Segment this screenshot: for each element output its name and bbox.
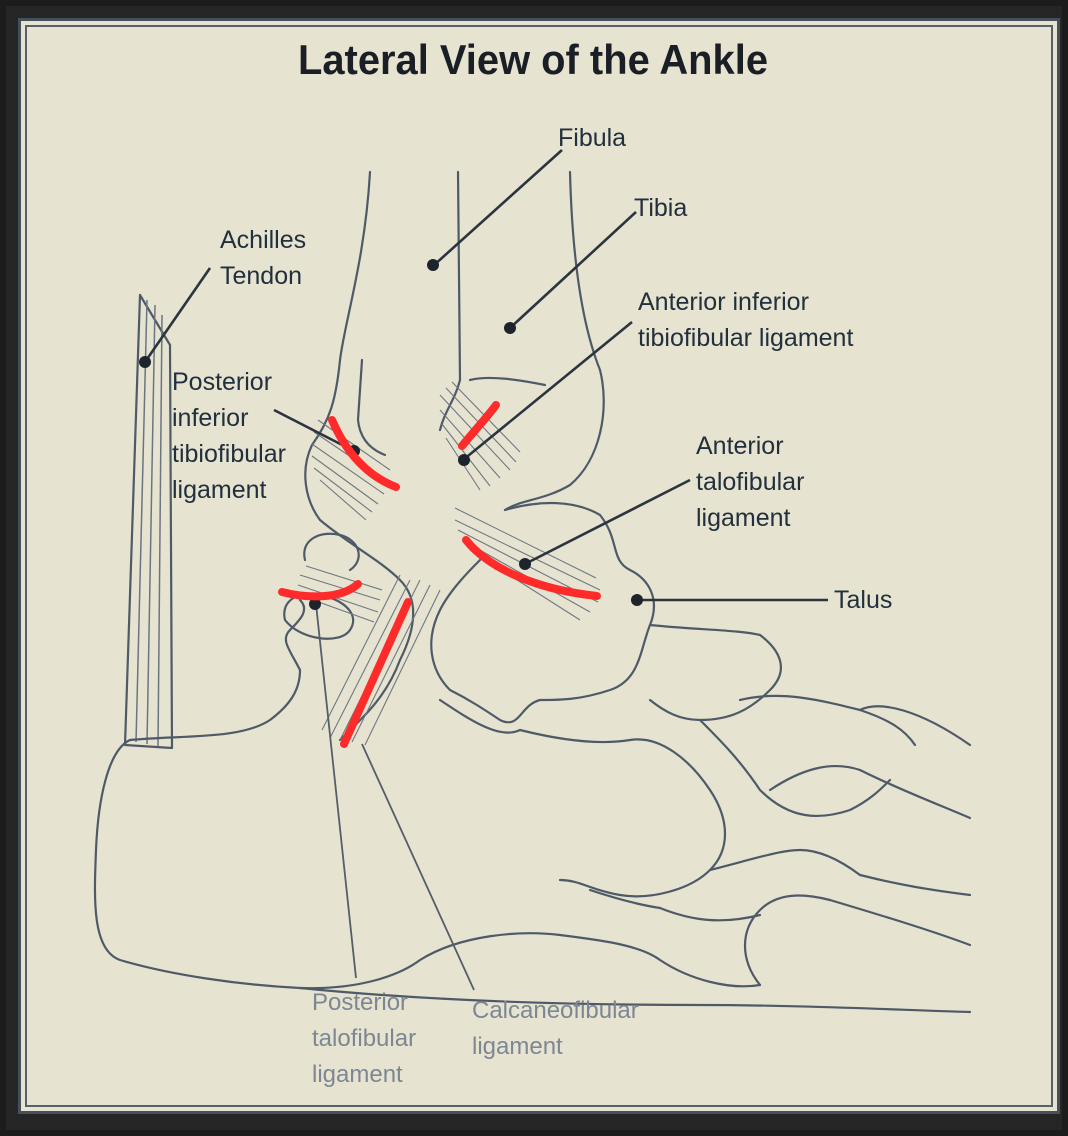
ptf-leader xyxy=(315,603,357,979)
label-fibula: Fibula xyxy=(558,124,626,152)
achilles-leader xyxy=(143,267,212,363)
label-pitf-1: Posterior xyxy=(172,368,272,396)
talus-shape xyxy=(430,501,655,724)
label-tibia: Tibia xyxy=(634,194,687,222)
photo-frame xyxy=(6,6,1062,1130)
pitf-leader xyxy=(273,408,353,452)
calcaneus-shape xyxy=(93,738,762,990)
label-cf-1: Calcaneofibular xyxy=(472,997,639,1024)
atf-leader xyxy=(524,478,691,566)
label-atf-2: talofibular xyxy=(696,468,804,496)
label-ptf-2: talofibular xyxy=(312,1025,416,1052)
bone-outlines xyxy=(93,170,972,1014)
atf-highlight xyxy=(462,536,601,600)
aitf-dot xyxy=(458,454,470,466)
achilles-dot xyxy=(139,356,151,368)
label-pitf-4: ligament xyxy=(172,476,267,504)
diagram-title: Lateral View of the Ankle xyxy=(298,36,768,83)
label-aitf-2: tibiofibular ligament xyxy=(638,324,853,352)
fibula-leader xyxy=(432,149,563,267)
diagram-panel xyxy=(18,18,1060,1114)
label-pitf-2: inferior xyxy=(172,404,248,432)
aitf-highlight xyxy=(458,401,500,450)
fibula-shape xyxy=(304,170,415,742)
ptf-highlight xyxy=(278,580,362,601)
label-achilles-2: Tendon xyxy=(220,262,302,290)
fibula-dot xyxy=(427,259,439,271)
atf-dot xyxy=(519,558,531,570)
leader-lines xyxy=(143,149,828,991)
cf-leader xyxy=(361,743,475,991)
inner-border xyxy=(25,25,1053,1107)
label-ptf-1: Posterior xyxy=(312,989,408,1016)
label-atf-1: Anterior xyxy=(696,432,784,460)
label-aitf-1: Anterior inferior xyxy=(638,288,809,316)
label-ptf-3: ligament xyxy=(312,1061,403,1088)
leader-dots xyxy=(139,259,643,610)
tibia-leader xyxy=(509,211,637,329)
tibia-shape xyxy=(438,170,605,512)
cf-highlight xyxy=(340,598,412,748)
talus-dot xyxy=(631,594,643,606)
tibia-dot xyxy=(504,322,516,334)
aitf-leader xyxy=(462,320,633,462)
label-cf-2: ligament xyxy=(472,1033,563,1060)
label-pitf-3: tibiofibular xyxy=(172,440,286,468)
label-talus: Talus xyxy=(834,586,892,614)
pitf-highlight xyxy=(328,416,400,491)
labels: Fibula Tibia Achilles Tendon Anterior in… xyxy=(172,124,892,1088)
label-atf-3: ligament xyxy=(696,504,791,532)
red-highlights xyxy=(278,401,601,748)
label-achilles-1: Achilles xyxy=(220,226,306,254)
ptf-dot xyxy=(309,598,321,610)
achilles-tendon-shape xyxy=(123,293,174,750)
